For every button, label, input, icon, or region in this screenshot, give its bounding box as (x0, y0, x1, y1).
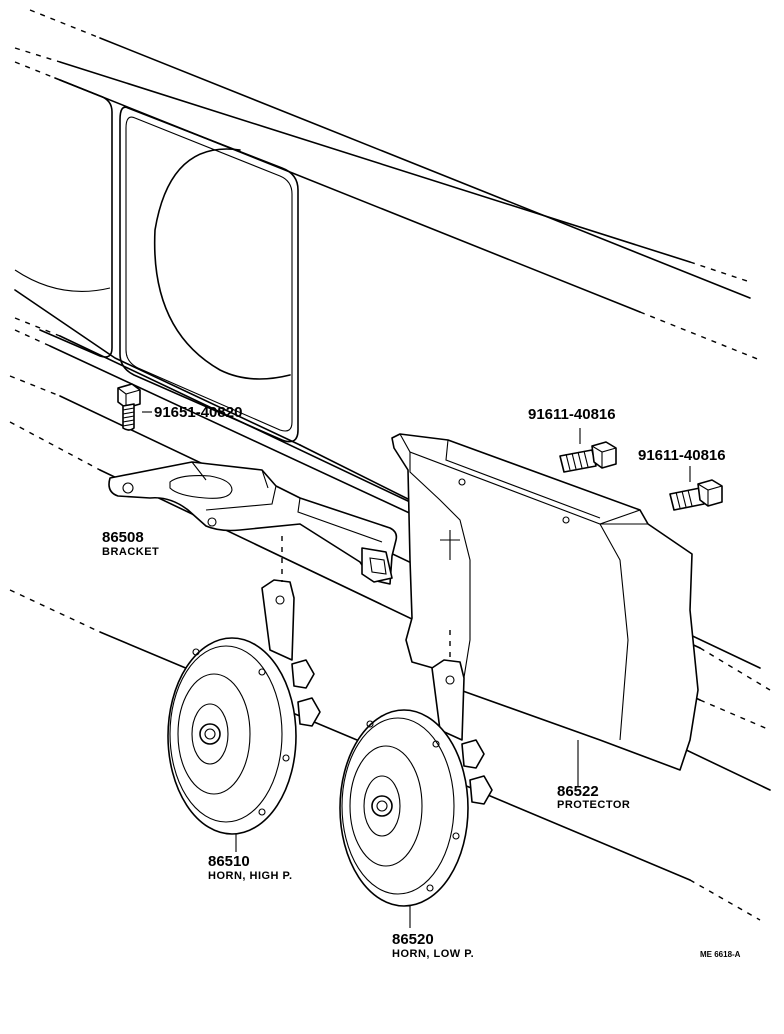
label-86510-name: HORN, HIGH P. (208, 870, 293, 882)
label-86510-number: 86510 (208, 853, 250, 870)
protector-86522 (391, 433, 699, 786)
label-86522-name: PROTECTOR (557, 799, 630, 811)
label-86508-name: BRACKET (102, 546, 159, 558)
label-91651-40820: 91651-40820 (154, 404, 242, 421)
bolt-91651-40820 (117, 383, 152, 431)
label-91611-40816-a: 91611-40816 (528, 406, 616, 423)
horn-low-86520 (339, 630, 493, 928)
label-91611-40816-b: 91611-40816 (638, 447, 726, 464)
bracket-86508 (108, 461, 398, 585)
label-86508-number: 86508 (102, 529, 144, 546)
label-86522-number: 86522 (557, 783, 599, 800)
bolt-91611-40816-b (669, 466, 723, 511)
label-86520-name: HORN, LOW P. (392, 948, 474, 960)
diagram-code: ME 6618-A (700, 950, 741, 959)
label-86520-number: 86520 (392, 931, 434, 948)
bolt-91611-40816-a (559, 428, 617, 473)
horn-high-86510 (167, 536, 321, 852)
